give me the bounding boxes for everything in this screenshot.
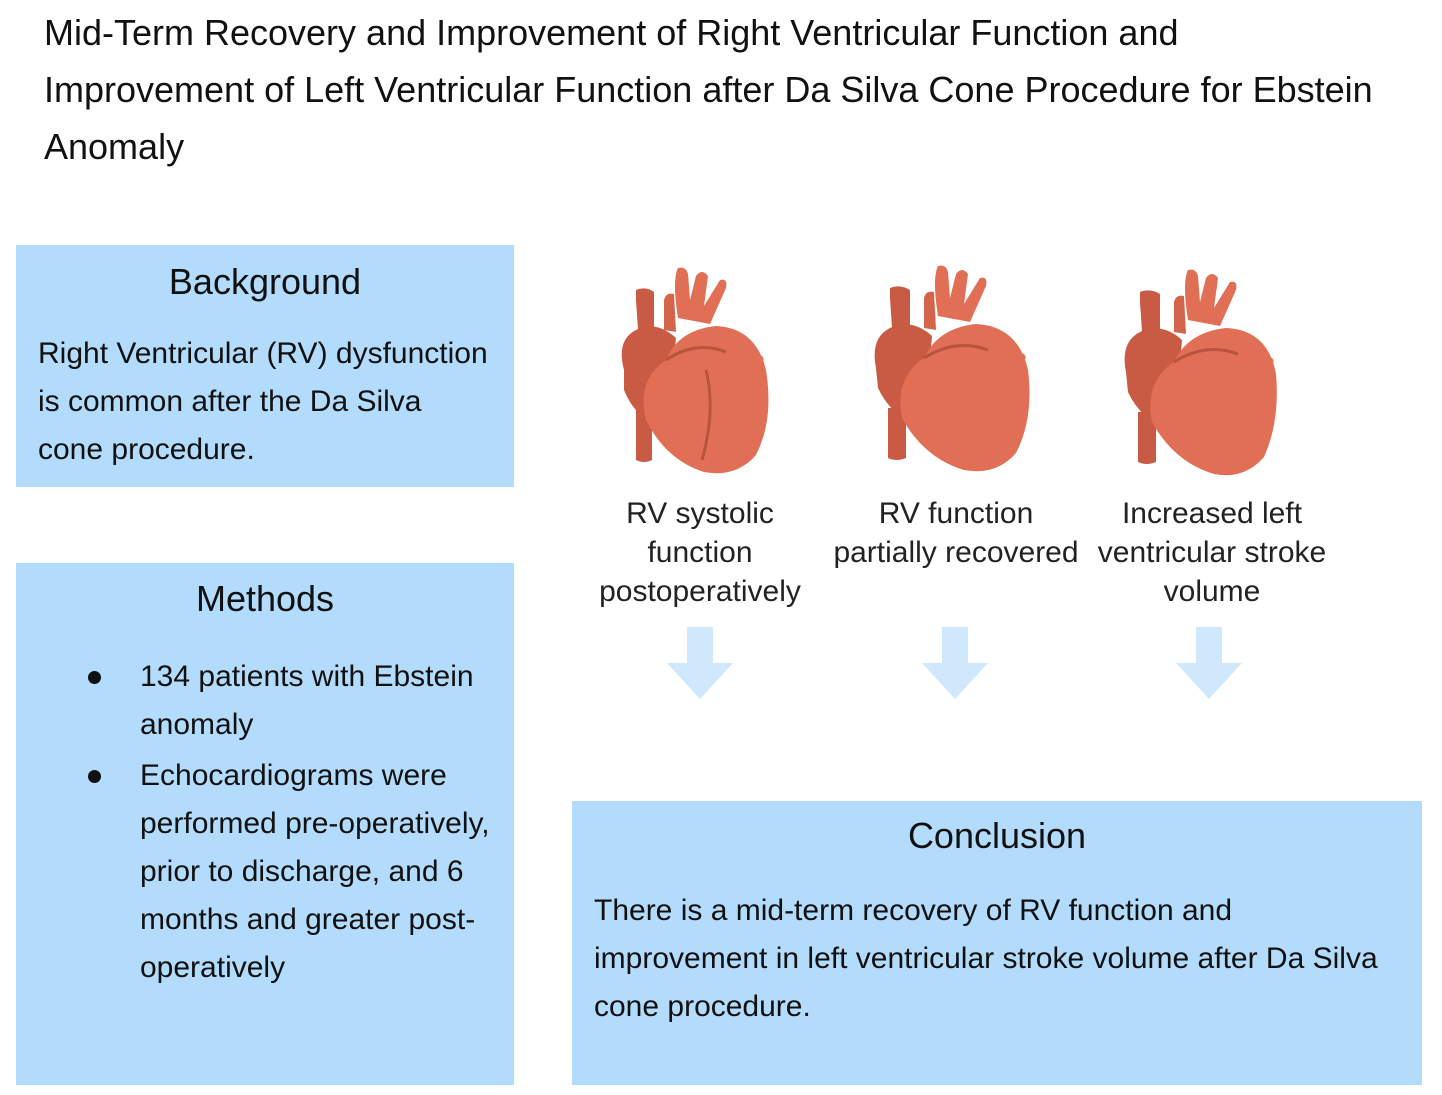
finding-caption: Increased left ventricular stroke volume xyxy=(1097,497,1327,608)
conclusion-box: Conclusion There is a mid-term recovery … xyxy=(572,801,1422,1085)
down-arrow-icon xyxy=(667,627,733,699)
finding-caption: RV systolic function postoperatively xyxy=(599,497,801,608)
methods-item: Echocardiograms were performed pre-opera… xyxy=(16,752,490,992)
heart-icon xyxy=(621,267,769,474)
background-text: Right Ventricular (RV) dysfunction is co… xyxy=(38,337,488,466)
methods-item-text: Echocardiograms were performed pre-opera… xyxy=(140,759,490,984)
conclusion-text: There is a mid-term recovery of RV funct… xyxy=(594,894,1378,1023)
conclusion-heading: Conclusion xyxy=(907,815,1087,856)
background-heading: Background xyxy=(168,261,362,302)
bullet-icon xyxy=(88,671,101,684)
bullet-icon xyxy=(88,770,101,783)
finding-caption: RV function partially recovered xyxy=(833,497,1079,569)
methods-heading: Methods xyxy=(195,578,335,619)
methods-box: Methods 134 patients with Ebstein anomal… xyxy=(16,563,514,1085)
methods-item: 134 patients with Ebstein anomaly xyxy=(16,653,490,749)
page-title: Mid-Term Recovery and Improvement of Rig… xyxy=(44,12,1373,167)
down-arrow-icon xyxy=(1176,627,1242,699)
methods-list: 134 patients with Ebstein anomaly Echoca… xyxy=(16,653,514,995)
methods-item-text: 134 patients with Ebstein anomaly xyxy=(140,660,474,741)
heart-icon xyxy=(1124,269,1277,476)
down-arrow-icon xyxy=(922,627,988,699)
heart-icon xyxy=(874,265,1030,472)
background-box: Background Right Ventricular (RV) dysfun… xyxy=(16,245,514,487)
